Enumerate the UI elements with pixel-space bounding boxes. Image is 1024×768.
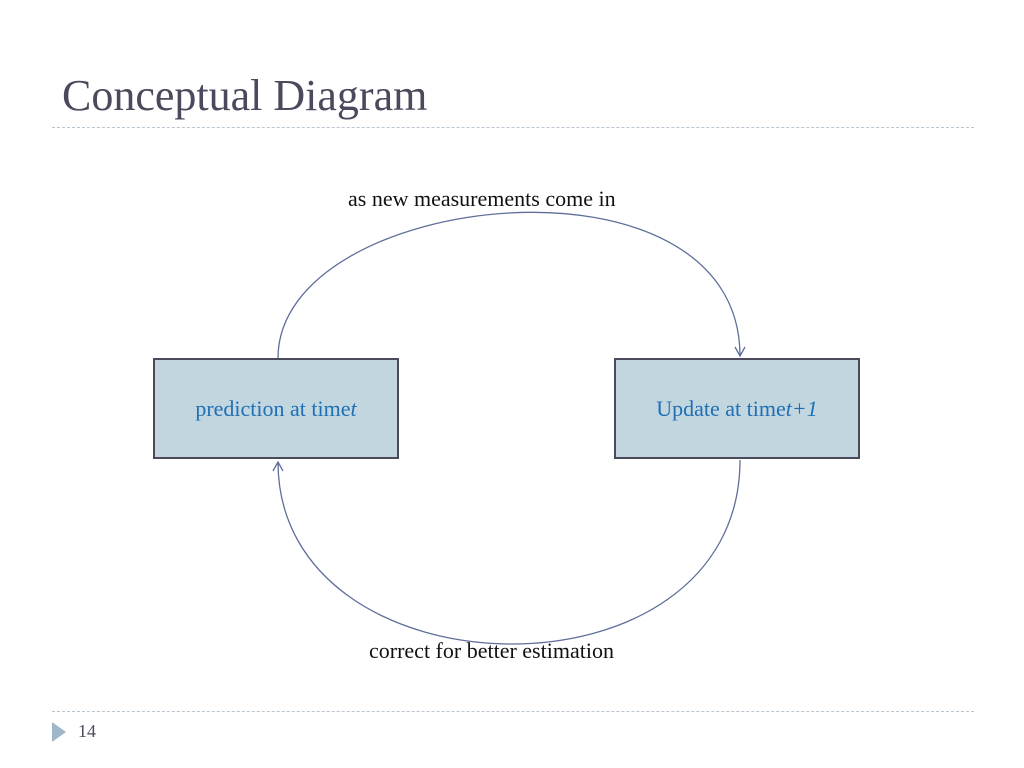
bottom-arrow xyxy=(272,459,741,645)
title-divider xyxy=(52,127,974,128)
top-arrow xyxy=(277,211,746,359)
prediction-box-variable: t xyxy=(350,395,357,421)
bottom-arrow-caption: correct for better estimation xyxy=(369,638,614,663)
footer-divider xyxy=(52,711,974,712)
update-box-label: Update at time xyxy=(656,395,786,421)
prediction-box-label: prediction at time xyxy=(195,395,351,421)
page-number: 14 xyxy=(78,721,96,741)
update-box-variable: t+1 xyxy=(785,395,818,421)
slide-title: Conceptual Diagram xyxy=(62,71,428,120)
update-box: Update at time t+1 xyxy=(614,358,860,459)
play-triangle-icon xyxy=(52,722,66,742)
prediction-box: prediction at time t xyxy=(153,358,399,459)
top-arrow-caption: as new measurements come in xyxy=(348,186,616,211)
